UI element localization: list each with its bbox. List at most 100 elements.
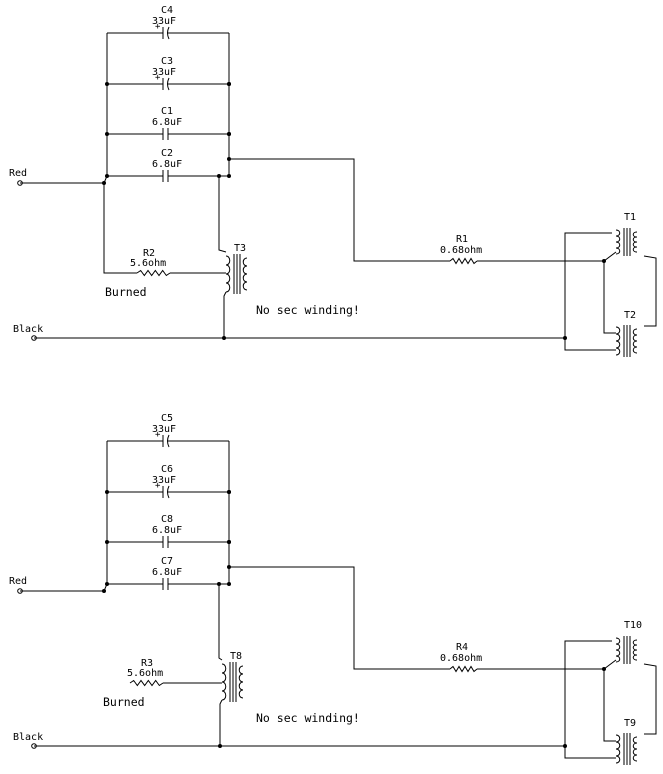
- resistor: [449, 665, 478, 673]
- wire: [603, 659, 617, 670]
- capacitor-value: 6.8uF: [152, 567, 182, 578]
- red-input: Red: [9, 168, 108, 186]
- wire: [603, 261, 616, 334]
- capacitor-value: 33uF: [152, 424, 176, 435]
- transformer: T10: [615, 620, 642, 664]
- bottom-schematic: +C533uF+C633uFC86.8uFC76.8uFRedR35.6ohmB…: [9, 413, 657, 765]
- wire: [603, 251, 617, 262]
- junction-dot: [227, 132, 231, 136]
- capacitor: C76.8uF: [152, 556, 182, 590]
- wire: [103, 183, 137, 274]
- transformer: T2: [615, 310, 638, 357]
- burned-transformer: T8 No sec winding!: [217, 582, 360, 746]
- wire: [564, 338, 616, 351]
- top-circuit: +C433uF+C333uFC16.8uFC26.8uFRedR25.6ohmB…: [9, 5, 657, 357]
- wire: [564, 232, 612, 338]
- transformer: T1: [615, 212, 638, 256]
- transformer: T9: [615, 718, 638, 765]
- red-input: Red: [9, 576, 108, 594]
- resistor-value: 5.6ohm: [127, 668, 163, 679]
- junction-dot: [227, 174, 231, 178]
- capacitor: C86.8uF: [152, 514, 182, 548]
- transformer: T8: [221, 651, 244, 702]
- wire: [219, 699, 223, 746]
- junction-dot: [227, 490, 231, 494]
- junction-dot: [217, 174, 221, 178]
- wire: [20, 175, 108, 184]
- transformer: T3: [225, 243, 248, 294]
- black-input: Black: [13, 732, 567, 749]
- capacitor-ref: C2: [161, 148, 173, 159]
- wire: [218, 584, 223, 661]
- wire: [643, 663, 657, 735]
- plus-sign: +: [155, 481, 161, 491]
- top-schematic: +C433uF+C333uFC16.8uFC26.8uFRedR25.6ohmB…: [9, 5, 657, 357]
- red-terminal-label: Red: [9, 168, 27, 179]
- resistor: [129, 679, 164, 687]
- transformer-ref: T3: [234, 243, 246, 254]
- capacitor-value: 6.8uF: [152, 525, 182, 536]
- transformer-ref: T8: [230, 651, 242, 662]
- junction-dot: [222, 336, 226, 340]
- wire: [20, 583, 108, 592]
- capacitor-ref: C6: [161, 464, 173, 475]
- resistor-ref: R1: [456, 234, 468, 245]
- transformer-ref: T9: [624, 718, 636, 729]
- wire: [223, 291, 227, 338]
- wire: [564, 746, 616, 759]
- junction-dot: [227, 157, 231, 161]
- junction-dot: [227, 82, 231, 86]
- plus-sign: +: [155, 73, 161, 83]
- capacitor: C26.8uF: [152, 148, 182, 182]
- black-terminal-label: Black: [13, 324, 43, 335]
- capacitor-ref: C7: [161, 556, 173, 567]
- resistor-value: 0.68ohm: [440, 653, 482, 664]
- wire: [603, 669, 616, 742]
- resistor: [136, 269, 171, 277]
- junction-dot: [105, 132, 109, 136]
- resistor-ref: R4: [456, 642, 468, 653]
- junction-dot: [102, 589, 106, 593]
- black-input: Black: [13, 324, 567, 341]
- no-sec-winding-note: No sec winding!: [256, 303, 360, 317]
- resistor-value: 5.6ohm: [130, 258, 166, 269]
- resistor-value: 0.68ohm: [440, 245, 482, 256]
- junction-dot: [105, 82, 109, 86]
- capacitor-value: 33uF: [152, 16, 176, 27]
- capacitor-value: 6.8uF: [152, 117, 182, 128]
- junction-dot: [227, 565, 231, 569]
- junction-dot: [105, 540, 109, 544]
- wire: [564, 640, 612, 746]
- capacitor-ref: C3: [161, 56, 173, 67]
- junction-dot: [217, 582, 221, 586]
- burned-transformer: T3 No sec winding!: [217, 174, 360, 338]
- capacitor-value: 33uF: [152, 475, 176, 486]
- no-sec-winding-note: No sec winding!: [256, 711, 360, 725]
- capacitor-ref: C5: [161, 413, 173, 424]
- burned-note: Burned: [105, 285, 147, 299]
- red-terminal-label: Red: [9, 576, 27, 587]
- transformer-ref: T10: [624, 620, 642, 631]
- capacitor-ref: C8: [161, 514, 173, 525]
- junction-dot: [227, 582, 231, 586]
- junction-dot: [105, 490, 109, 494]
- capacitor-ref: C1: [161, 106, 173, 117]
- wire: [643, 255, 657, 327]
- capacitor-value: 33uF: [152, 67, 176, 78]
- capacitor: C16.8uF: [152, 106, 182, 140]
- resistor-ref: R2: [143, 248, 155, 259]
- burned-note: Burned: [103, 695, 145, 709]
- capacitor-ref: C4: [161, 5, 173, 16]
- capacitor-value: 6.8uF: [152, 159, 182, 170]
- resistor-ref: R3: [141, 658, 153, 669]
